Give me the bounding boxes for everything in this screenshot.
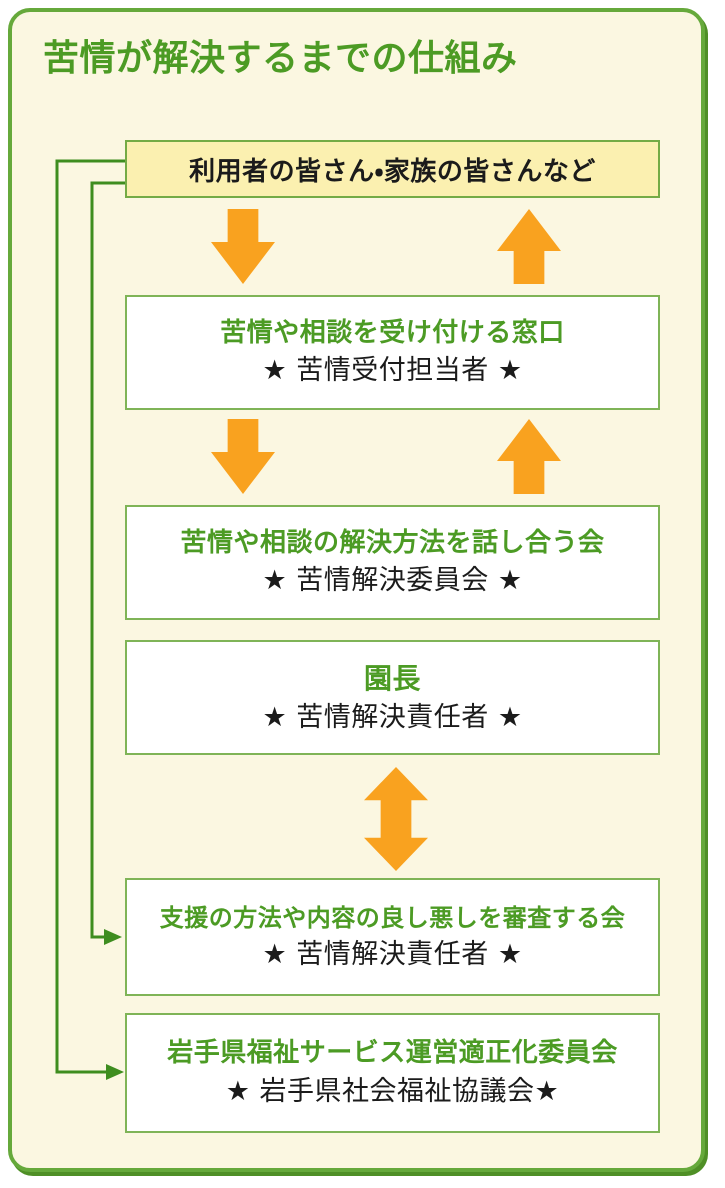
- flow-box-reception-desk: 苦情や相談を受け付ける窓口 ★ 苦情受付担当者 ★: [125, 295, 660, 410]
- flow-box-heading: 岩手県福祉サービス運営適正化委員会: [167, 1038, 618, 1069]
- flow-box-subheading: ★ 苦情解決委員会 ★: [262, 565, 523, 597]
- flow-box-subheading: ★ 苦情受付担当者 ★: [262, 355, 523, 387]
- flow-box-heading: 園長: [363, 661, 421, 695]
- flow-box-users-label: 利用者の皆さん・家族の皆さんなど: [189, 156, 596, 187]
- flow-box-heading: 支援の方法や内容の良し悪しを審査する会: [159, 903, 626, 932]
- flow-box-heading: 苦情や相談を受け付ける窓口: [220, 317, 565, 348]
- flow-box-subheading: ★ 苦情解決責任者 ★: [262, 701, 523, 733]
- flow-box-prefectural-committee: 岩手県福祉サービス運営適正化委員会 ★ 岩手県社会福祉協議会★: [125, 1013, 660, 1133]
- page-title: 苦情が解決するまでの仕組み: [43, 38, 518, 79]
- flow-box-review-board: 支援の方法や内容の良し悪しを審査する会 ★ 苦情解決責任者 ★: [125, 878, 660, 996]
- flow-box-users: 利用者の皆さん・家族の皆さんなど: [125, 140, 660, 198]
- flow-box-subheading: ★ 岩手県社会福祉協議会★: [225, 1075, 560, 1107]
- flow-box-heading: 苦情や相談の解決方法を話し合う会: [180, 527, 605, 558]
- flow-box-subheading: ★ 苦情解決責任者 ★: [262, 938, 523, 970]
- flow-box-director: 園長 ★ 苦情解決責任者 ★: [125, 640, 660, 755]
- flow-box-discussion-meeting: 苦情や相談の解決方法を話し合う会 ★ 苦情解決委員会 ★: [125, 505, 660, 620]
